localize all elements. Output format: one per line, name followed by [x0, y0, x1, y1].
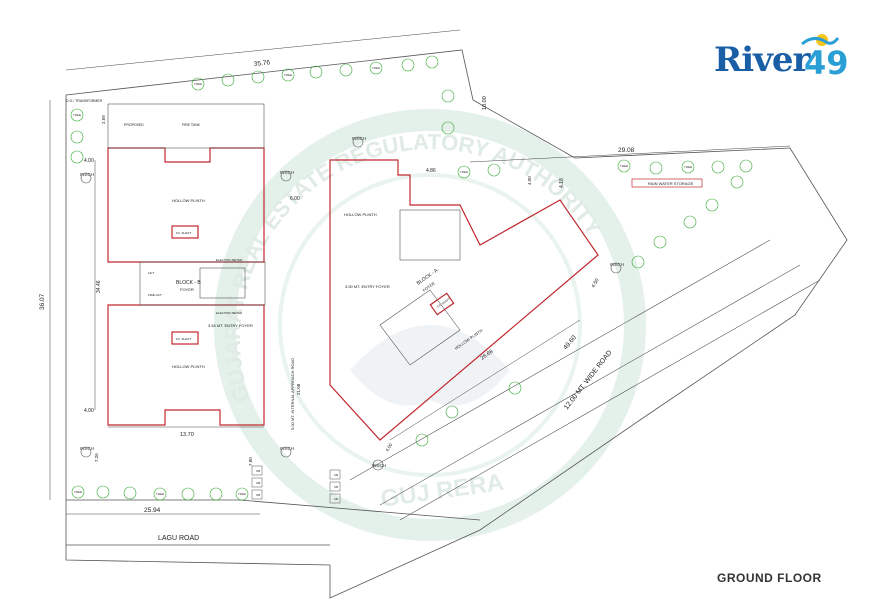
svg-text:TREE: TREE	[238, 492, 246, 496]
svg-text:TREE: TREE	[684, 165, 692, 169]
svg-text:3.54 MT. ENTRY FOYER: 3.54 MT. ENTRY FOYER	[208, 323, 253, 328]
svg-text:INSCH: INSCH	[80, 172, 94, 177]
svg-text:TREE: TREE	[74, 490, 82, 494]
inspection-chambers	[80, 136, 622, 471]
svg-text:CB: CB	[334, 485, 338, 489]
svg-text:F.F. SHAFT: F.F. SHAFT	[176, 231, 192, 235]
svg-text:CB: CB	[256, 493, 260, 497]
svg-text:CB: CB	[334, 497, 338, 501]
svg-text:4.00: 4.00	[84, 408, 94, 414]
block-b-label: BLOCK - B	[176, 280, 201, 286]
svg-text:TREE: TREE	[156, 492, 164, 496]
dim-top-width: 35.76	[253, 59, 270, 68]
dimension-lines	[49, 29, 791, 515]
svg-text:FOYER: FOYER	[180, 287, 194, 292]
svg-text:HOLLOW PLINTH: HOLLOW PLINTH	[344, 212, 377, 217]
svg-text:6.00: 6.00	[290, 196, 300, 202]
svg-text:INSCH: INSCH	[352, 136, 366, 141]
svg-text:4.00: 4.00	[527, 176, 532, 185]
svg-text:F.F. SHAFT: F.F. SHAFT	[176, 337, 192, 341]
svg-text:ELECTRIC METER: ELECTRIC METER	[216, 258, 243, 262]
svg-text:FIRE TANK: FIRE TANK	[182, 123, 201, 127]
dim-right-top: 29.08	[618, 147, 635, 154]
dim-block-b-width: 13.70	[180, 432, 194, 438]
svg-text:PROPOSED: PROPOSED	[124, 123, 144, 127]
svg-text:FIRE LIFT: FIRE LIFT	[148, 293, 162, 297]
rain-water-tank	[631, 178, 703, 188]
trees	[70, 55, 753, 501]
svg-text:3.50 MT. ENTRY FOYER: 3.50 MT. ENTRY FOYER	[345, 284, 390, 289]
dim-bottom-width: 25.94	[144, 507, 161, 514]
svg-text:INSCH: INSCH	[610, 262, 624, 267]
logo-wave-icon	[801, 34, 840, 46]
svg-text:CB: CB	[256, 469, 260, 473]
svg-text:4.00: 4.00	[84, 158, 94, 164]
svg-text:TREE: TREE	[372, 66, 380, 70]
logo-number-text: 49	[804, 44, 849, 82]
svg-text:INSCH: INSCH	[80, 446, 94, 451]
cb-boxes	[251, 465, 341, 504]
rera-watermark: GUJ RERA GUJARAT REAL ESTATE REGULATORY …	[214, 109, 646, 541]
tree-labels: TREE TREE TREE TREE TREE TREE TREE TREE …	[73, 66, 692, 496]
svg-text:7.80: 7.80	[248, 457, 253, 466]
lagu-road-label: LAGU ROAD	[158, 535, 199, 542]
dim-wide-road-length: 49.60	[562, 334, 578, 351]
svg-text:TREE: TREE	[284, 73, 292, 77]
site-boundary	[65, 49, 848, 599]
svg-text:LIFT: LIFT	[148, 271, 154, 275]
svg-text:CB: CB	[256, 481, 260, 485]
svg-text:TREE: TREE	[194, 82, 202, 86]
svg-text:4.18: 4.18	[559, 178, 565, 188]
floor-title: GROUND FLOOR	[717, 571, 822, 585]
svg-text:4.86: 4.86	[426, 168, 436, 174]
block-b-core	[107, 103, 266, 306]
svg-text:CB: CB	[334, 473, 338, 477]
svg-text:INSCH: INSCH	[280, 446, 294, 451]
svg-text:TREE: TREE	[620, 164, 628, 168]
svg-text:TREE: TREE	[73, 113, 81, 117]
svg-text:HOLLOW PLINTH: HOLLOW PLINTH	[172, 198, 205, 203]
wide-road	[349, 239, 821, 521]
svg-text:21.08: 21.08	[296, 383, 301, 395]
svg-text:RAIN WATER STORAGE: RAIN WATER STORAGE	[648, 181, 694, 186]
block-a-core	[379, 209, 461, 366]
svg-text:4.50: 4.50	[591, 277, 601, 289]
internal-road-label: 9.00 MT. INTERNAL APPROACH ROAD	[290, 358, 295, 430]
svg-text:HOLLOW PLINTH: HOLLOW PLINTH	[172, 364, 205, 369]
svg-text:4.00: 4.00	[385, 442, 394, 453]
svg-text:ELECTRIC METER: ELECTRIC METER	[216, 311, 243, 315]
svg-text:2.69: 2.69	[101, 115, 106, 124]
dim-left-height: 36.07	[39, 293, 46, 310]
logo-river-text: River	[714, 40, 810, 80]
river49-logo: River 49	[714, 30, 854, 90]
dim-top-gap: 10.00	[482, 96, 488, 110]
svg-text:7.26: 7.26	[94, 453, 99, 462]
insch-labels: INSCH INSCH INSCH INSCH INSCH INSCH INSC…	[80, 136, 624, 468]
svg-text:TREE: TREE	[460, 170, 468, 174]
block-a	[329, 159, 599, 441]
svg-text:INSCH: INSCH	[372, 463, 386, 468]
svg-text:D.G./ TRANSFORMER: D.G./ TRANSFORMER	[66, 99, 103, 103]
dim-inner-height: 34.46	[96, 280, 102, 293]
svg-text:INSCH: INSCH	[280, 170, 294, 175]
